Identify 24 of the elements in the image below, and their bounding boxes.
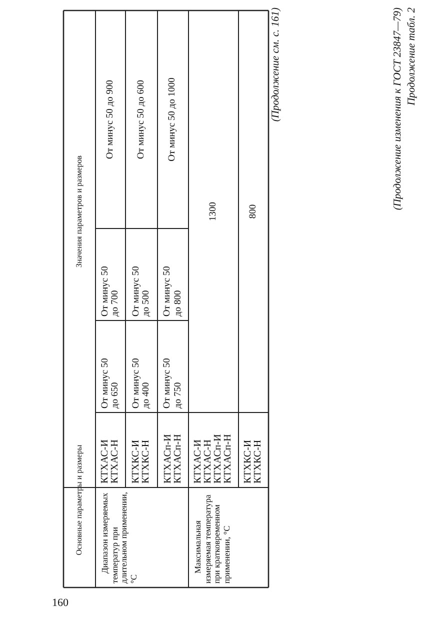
value-text: От минус 50 до 650 [100, 356, 120, 408]
value-text: От минус 50 до 1000 [167, 77, 178, 161]
parameter-label: Диапазон измеряемых температур при длительном применении, °С [98, 491, 138, 583]
value-text: От минус 50 до 900 [104, 80, 116, 158]
parameter-label: Максимальная измеряемая температура при кратковременном применении, °С [191, 493, 231, 583]
value-text: От минус 50 до 700 [100, 264, 120, 316]
column-heading: Основные параметры и размеры [74, 444, 84, 555]
page-number: 160 [52, 598, 68, 608]
table-caption: Продолжение табл. 2 [407, 7, 418, 105]
grade-label: КТХКС-И КТХКС-Н [243, 438, 263, 483]
value-text: 1300 [208, 202, 218, 220]
value-text: От минус 50 до 750 [162, 356, 183, 408]
value-text: 800 [248, 204, 258, 218]
grade-label: КТХАС-И КТХАС-Н [100, 438, 120, 483]
column-heading: Значения параметров и размеров [74, 155, 84, 267]
grade-label: КТХАСп-И КТХАСп-Н [162, 432, 182, 483]
continuation-note: (Продолжение см. с. 161) [270, 7, 282, 122]
value-text: От минус 50 до 800 [162, 264, 183, 316]
value-text: От минус 50 до 400 [130, 356, 152, 408]
running-head: (Продолжение изменения к ГОСТ 23847—79) [393, 7, 404, 210]
grade-label: КТХКС-И КТХКС-Н [131, 438, 151, 483]
value-text: От минус 50 до 500 [130, 264, 152, 316]
value-text: От минус 50 до 600 [136, 80, 146, 158]
grade-label: КТХАС-И КТХАС-Н КТХАСп-И КТХАСп-Н [193, 432, 233, 483]
